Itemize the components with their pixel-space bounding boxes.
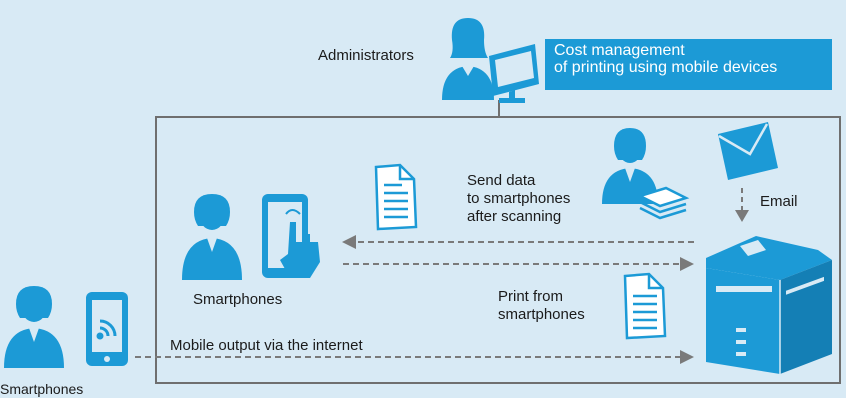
administrator-icon	[442, 18, 494, 100]
scan-to-smartphone-arrow	[342, 235, 694, 249]
monitor-icon	[489, 44, 539, 103]
internet-output-arrow	[135, 350, 694, 364]
wireless-signal-icon	[96, 319, 117, 340]
email-icon	[718, 122, 778, 180]
paper-stack-icon	[636, 186, 690, 220]
cost-management-box: Cost management of printing using mobile…	[545, 39, 832, 90]
email-down-arrow	[735, 188, 749, 222]
administrators-label: Administrators	[318, 47, 414, 64]
smartphone-to-printer-arrow	[343, 257, 694, 271]
scanning-user-icon	[602, 128, 690, 220]
mobile-output-label: Mobile output via the internet	[170, 337, 363, 354]
email-label: Email	[760, 193, 798, 210]
document-icon	[374, 163, 418, 231]
send-data-label: Send data to smartphones after scanning	[467, 172, 571, 225]
smartphones-outer-label: Smartphones	[0, 381, 84, 397]
smartphone-user-icon	[182, 194, 242, 280]
print-label: Print from smartphones	[498, 288, 585, 323]
cost-box-line2: of printing using mobile devices	[554, 59, 778, 76]
printer-icon	[706, 236, 832, 374]
outer-phone-icon	[86, 292, 128, 366]
cost-box-line1: Cost management	[554, 42, 685, 59]
smartphones-inner-label: Smartphones	[193, 291, 283, 308]
tablet-touch-icon	[262, 194, 320, 278]
pointing-hand-icon	[280, 222, 320, 278]
print-document-icon	[623, 272, 667, 340]
network-frame	[155, 116, 841, 384]
outer-user-icon	[4, 286, 64, 368]
